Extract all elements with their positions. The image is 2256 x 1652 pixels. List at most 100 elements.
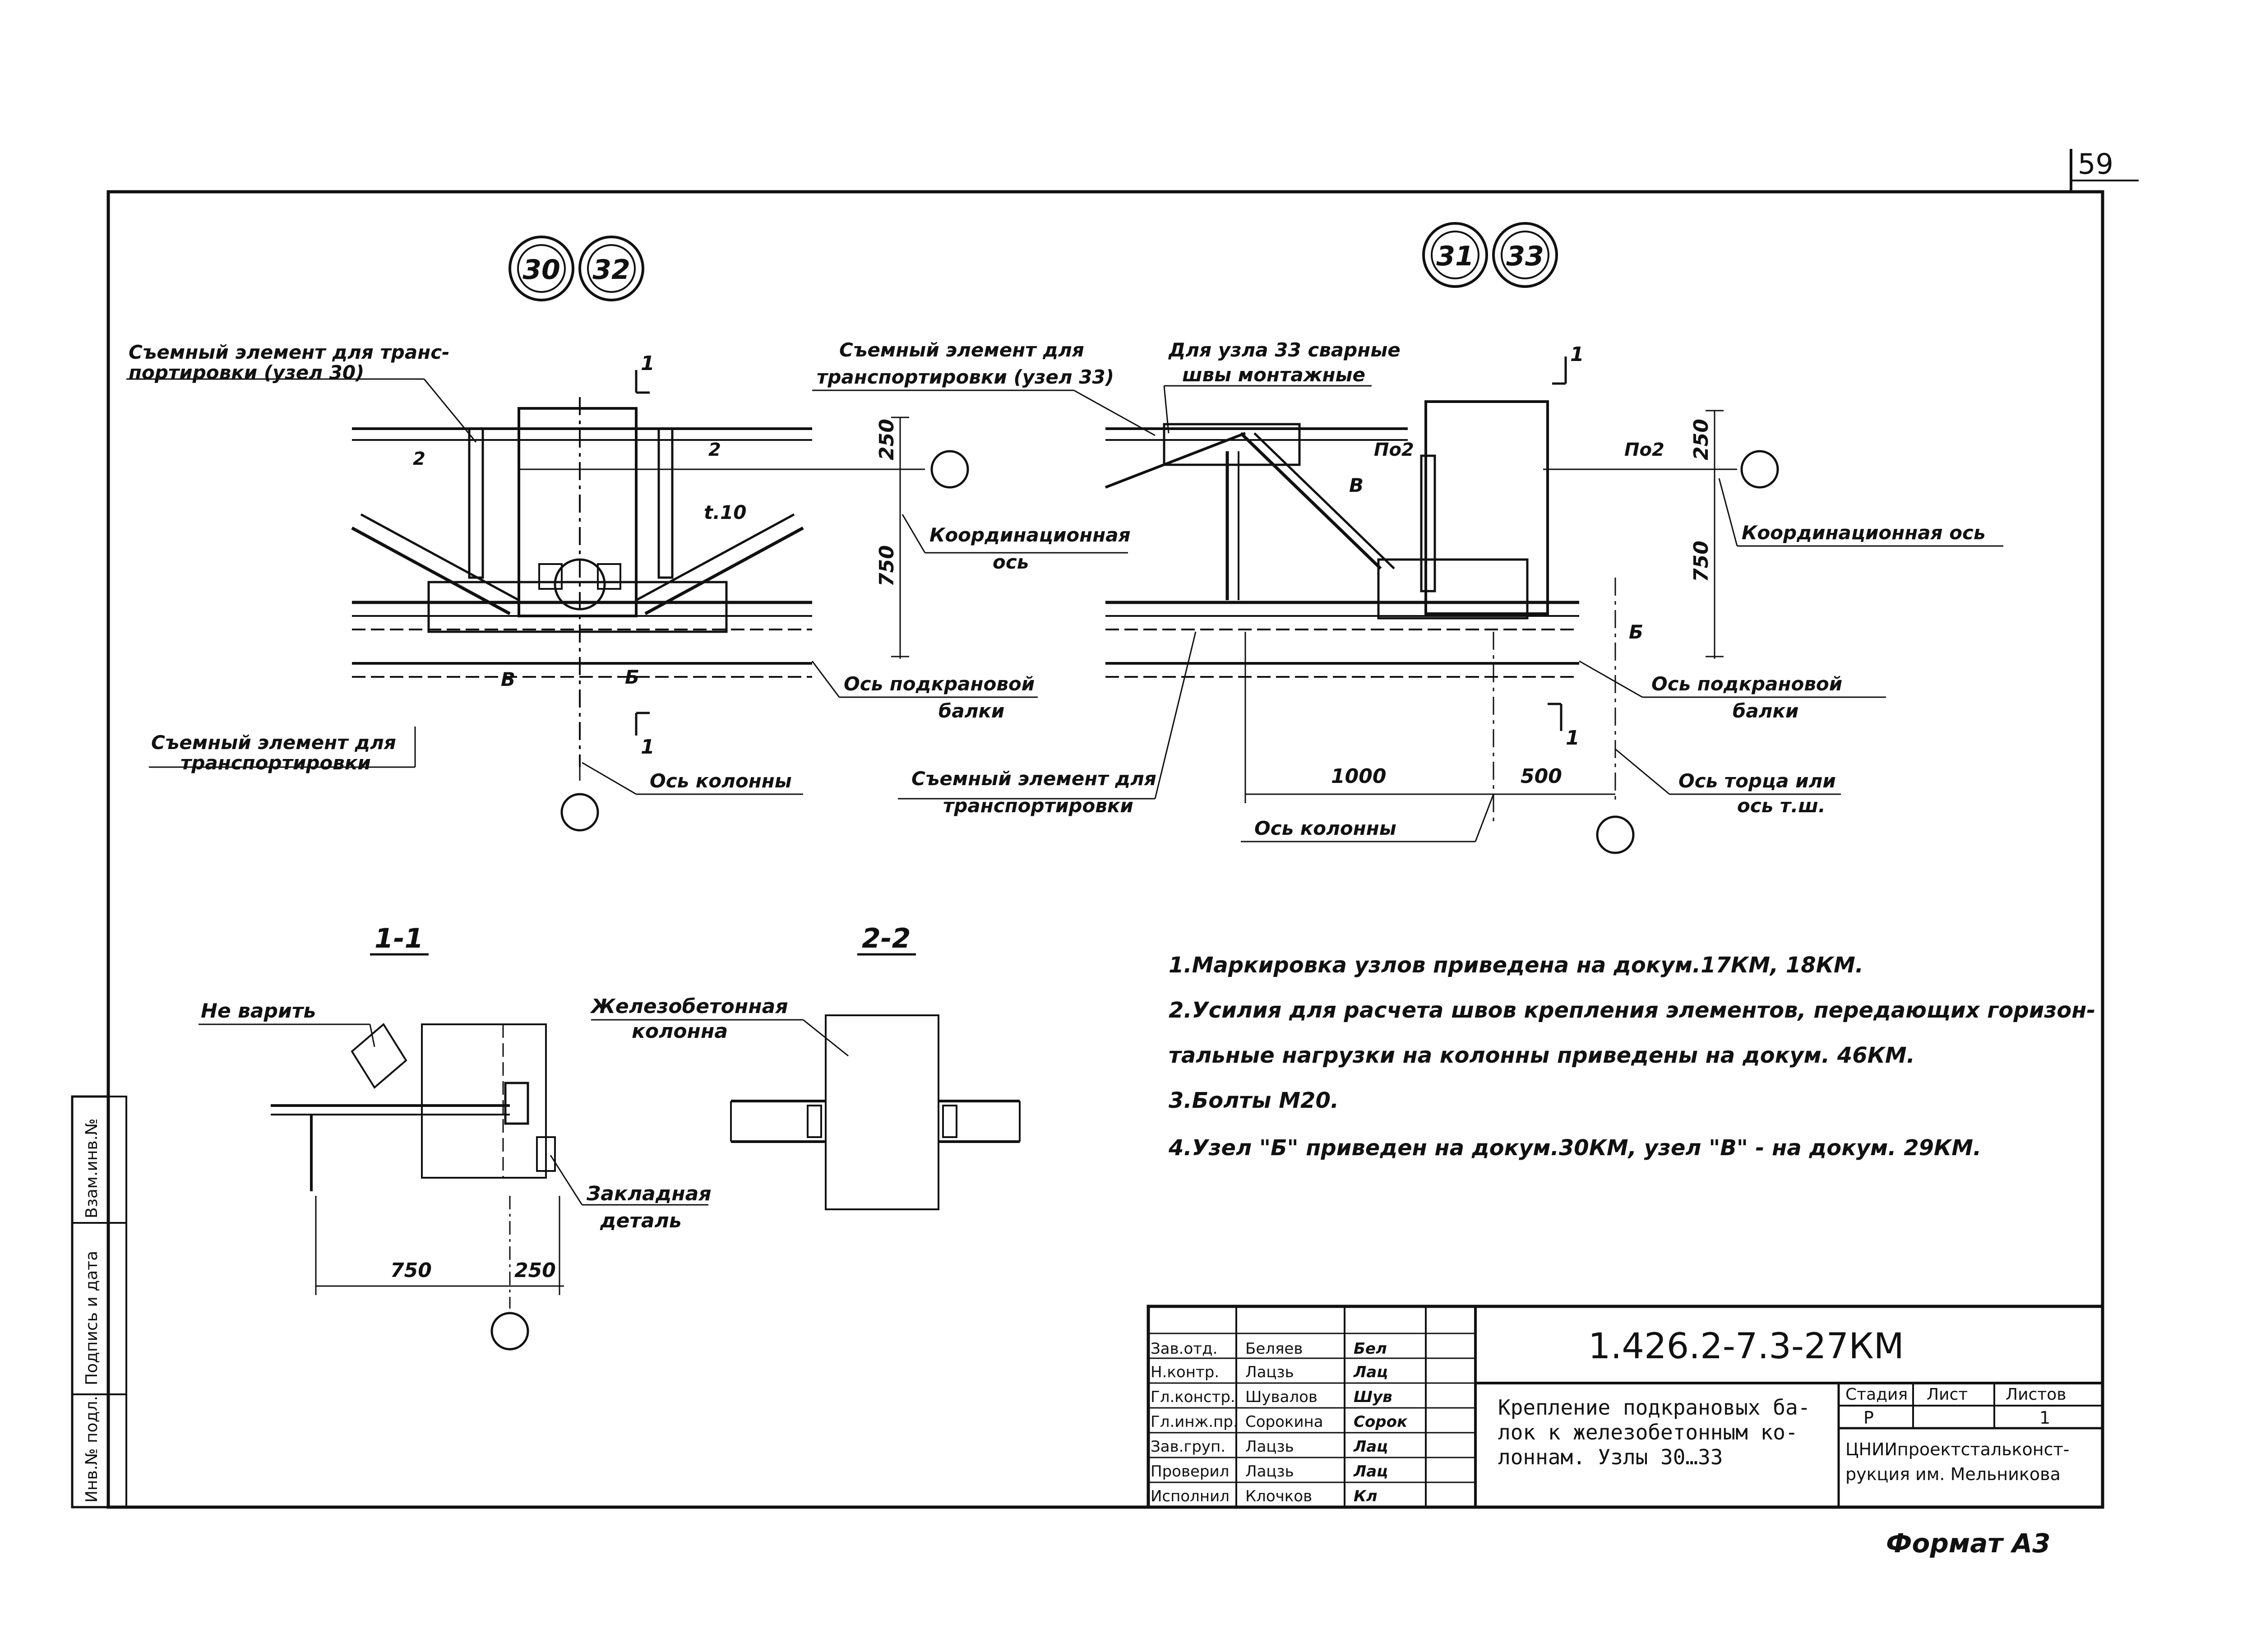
name-3: Сорокина [1245, 1413, 1323, 1431]
frame: 59 Формат А3 [106, 148, 2139, 1559]
sign-0: Бел [1354, 1340, 1387, 1358]
title-line-2: лок к железобетонным ко- [1498, 1420, 1798, 1444]
right-removable-top-1: Съемный элемент для [839, 339, 1084, 361]
name-6: Клочков [1245, 1487, 1312, 1505]
format-label: Формат А3 [1886, 1528, 2050, 1559]
rc-column-2: колонна [632, 1020, 728, 1043]
left-mark-B: В [501, 668, 515, 690]
right-view: 250 750 1000 500 1 1 Съемный элемент для… [812, 339, 2003, 854]
sign-6: Кл [1354, 1487, 1378, 1505]
right-removable-top-2: транспортировки (узел 33) [817, 366, 1114, 388]
left-removable-top-1: Съемный элемент для транс- [129, 341, 450, 363]
right-mark-Б: Б [1629, 621, 1643, 643]
right-welds-1: Для узла 33 сварные [1168, 339, 1401, 361]
section-mark-bottom: 1 [641, 736, 655, 759]
left-mark-2-left: 2 [413, 449, 425, 469]
right-end-axis-2: ось т.ш. [1737, 795, 1826, 817]
badge-32: 32 [592, 254, 630, 286]
role-1: Н.контр. [1151, 1363, 1219, 1381]
right-coord-axis: Координационная ось [1742, 522, 1986, 544]
sheets-header: Листов [2006, 1385, 2066, 1404]
org-line-2: рукция им. Мельникова [1845, 1464, 2061, 1484]
stage-header: Стадия [1845, 1385, 1908, 1404]
name-4: Лацзь [1245, 1438, 1294, 1456]
note-3: 3.Болты М20. [1169, 1088, 1339, 1113]
name-2: Шувалов [1245, 1388, 1318, 1406]
badge-31: 31 [1436, 241, 1474, 272]
right-mark-po2-left: По2 [1374, 440, 1414, 460]
title-block: Зав.отд. Беляев Бел Н.контр. Лацзь Лац Г… [1146, 1305, 2104, 1509]
right-column-axis: Ось колонны [1254, 817, 1396, 839]
node-badges: 30 32 31 33 [509, 222, 1558, 301]
dim-1000: 1000 [1331, 765, 1386, 788]
embedded-part-1: Закладная [586, 1182, 712, 1205]
left-removable-bottom-1: Съемный элемент для [151, 731, 396, 754]
sign-1: Лац [1353, 1363, 1388, 1381]
role-3: Гл.инж.пр. [1151, 1413, 1238, 1431]
side-stamp: Инв.№ подл. Подпись и дата Взам.инв.№ [71, 1095, 127, 1509]
sign-5: Лац [1353, 1462, 1388, 1481]
right-section-top: 1 [1570, 343, 1584, 366]
role-5: Проверил [1151, 1462, 1229, 1481]
role-4: Зав.груп. [1151, 1438, 1225, 1456]
section-1-title: 1-1 [374, 923, 423, 954]
right-welds-2: швы монтажные [1182, 364, 1365, 386]
right-end-axis-1: Ось торца или [1678, 770, 1836, 792]
dim-250-left: 250 [875, 419, 898, 460]
left-view: 250 750 1 1 Съемный элемент для транс- п… [126, 341, 1131, 832]
role-6: Исполнил [1151, 1487, 1230, 1505]
sec1-dim-750: 750 [390, 1259, 432, 1282]
right-removable-bottom-2: транспортировки [943, 795, 1133, 817]
role-0: Зав.отд. [1151, 1340, 1217, 1358]
badge-30: 30 [522, 254, 560, 286]
left-mark-2-right: 2 [708, 440, 721, 460]
rc-column-1: Железобетонная [590, 995, 788, 1018]
sign-3: Сорок [1354, 1413, 1408, 1431]
note-2b: тальные нагрузки на колонны приведены на… [1169, 1043, 1915, 1068]
note-2a: 2.Усилия для расчета швов крепления элем… [1169, 998, 2095, 1023]
notes: 1.Маркировка узлов приведена на докум.17… [1168, 953, 2095, 1161]
doc-code: 1.426.2-7.3-27КМ [1588, 1326, 1904, 1367]
right-crane-axis-1: Ось подкрановой [1651, 673, 1842, 695]
right-removable-bottom-1: Съемный элемент для [911, 768, 1156, 790]
rc-column-section [518, 407, 638, 617]
section-2-title: 2-2 [862, 923, 911, 954]
rc-column-section-right [1424, 400, 1549, 615]
dim-750-left: 750 [875, 545, 898, 587]
right-mark-B: В [1349, 474, 1364, 496]
section-2-2: 2-2 Железобетонная колонна [590, 923, 1021, 1210]
dim-750-right: 750 [1690, 541, 1713, 582]
stamp-sign-label: Подпись и дата [83, 1251, 101, 1385]
stamp-inv-label: Инв.№ подл. [83, 1396, 101, 1503]
name-0: Беляев [1245, 1340, 1303, 1358]
left-mark-t10: t.10 [704, 501, 746, 523]
left-coord-axis-1: Координационная [929, 524, 1131, 546]
note-4: 4.Узел "Б" приведен на докум.30КМ, узел … [1168, 1135, 1981, 1161]
left-coord-axis-2: ось [993, 551, 1029, 573]
sheet-number: 59 [2078, 148, 2113, 180]
note-1: 1.Маркировка узлов приведена на докум.17… [1169, 953, 1863, 978]
left-crane-axis-1: Ось подкрановой [844, 673, 1035, 695]
left-column-axis: Ось колонны [650, 770, 792, 792]
left-removable-bottom-2: транспортировки [180, 752, 371, 774]
name-1: Лацзь [1245, 1363, 1294, 1381]
right-mark-po2-right: По2 [1624, 440, 1664, 460]
section-mark-top: 1 [641, 352, 655, 375]
sign-4: Лац [1353, 1438, 1388, 1456]
sheets-value: 1 [2039, 1408, 2050, 1428]
dim-500: 500 [1521, 765, 1562, 788]
role-2: Гл.констр. [1151, 1388, 1235, 1406]
left-removable-top-2: портировки (узел 30) [129, 361, 364, 384]
org-line-1: ЦНИИпроектстальконст- [1845, 1439, 2069, 1459]
sec1-dim-250: 250 [514, 1259, 556, 1282]
embedded-part-2: деталь [600, 1209, 682, 1232]
title-line-1: Крепление подкрановых ба- [1498, 1395, 1810, 1420]
left-mark-Б: Б [625, 666, 639, 688]
no-weld-label: Не варить [201, 1000, 316, 1023]
right-section-bottom: 1 [1566, 727, 1580, 750]
title-line-3: лоннам. Узлы 30…33 [1498, 1445, 1723, 1469]
sheet-header: Лист [1927, 1385, 1968, 1404]
name-5: Лацзь [1245, 1462, 1294, 1481]
